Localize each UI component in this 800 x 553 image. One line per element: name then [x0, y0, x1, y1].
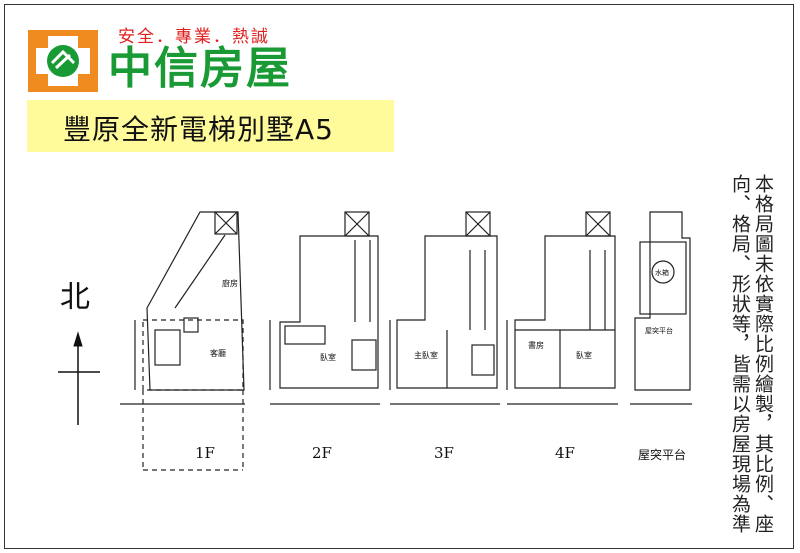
room-label: 廚房	[222, 279, 238, 288]
room-label: 主臥室	[414, 351, 438, 360]
north-label: 北	[60, 280, 90, 315]
floor-label-3f: 3F	[434, 444, 454, 462]
room-label: 水箱	[655, 269, 669, 277]
room-label: 臥室	[576, 351, 592, 360]
floor-label-1f: 1F	[195, 444, 215, 462]
floor-plan-3f	[389, 211, 500, 405]
title-banner: 豐原全新電梯別墅A5	[27, 100, 394, 152]
floor-label-roof: 屋突平台	[638, 448, 687, 462]
company-logo	[28, 30, 98, 92]
floor-plan-2f	[269, 211, 380, 405]
disclaimer-line-1: 本格局圖未依實際比例繪製，其比例、座	[752, 174, 774, 534]
page-frame	[4, 4, 794, 549]
property-title: 豐原全新電梯別墅A5	[63, 113, 334, 146]
brand-name: 中信房屋	[108, 43, 292, 94]
room-label: 臥室	[320, 353, 336, 362]
floor-plan-4f	[506, 211, 618, 405]
floor-plan-1f	[120, 211, 245, 471]
floor-plan-roof	[630, 211, 692, 405]
brand-slogan: 安全．專業．熱誠	[118, 27, 270, 47]
disclaimer-line-2: 向、格局、形狀等，皆需以房屋現場為準	[729, 174, 751, 534]
room-label: 客廳	[210, 349, 226, 358]
floor-label-2f: 2F	[312, 444, 332, 462]
north-arrow-icon	[58, 331, 100, 425]
floor-label-4f: 4F	[555, 444, 575, 462]
room-label: 屋突平台	[645, 327, 673, 335]
room-label: 書房	[528, 341, 544, 350]
